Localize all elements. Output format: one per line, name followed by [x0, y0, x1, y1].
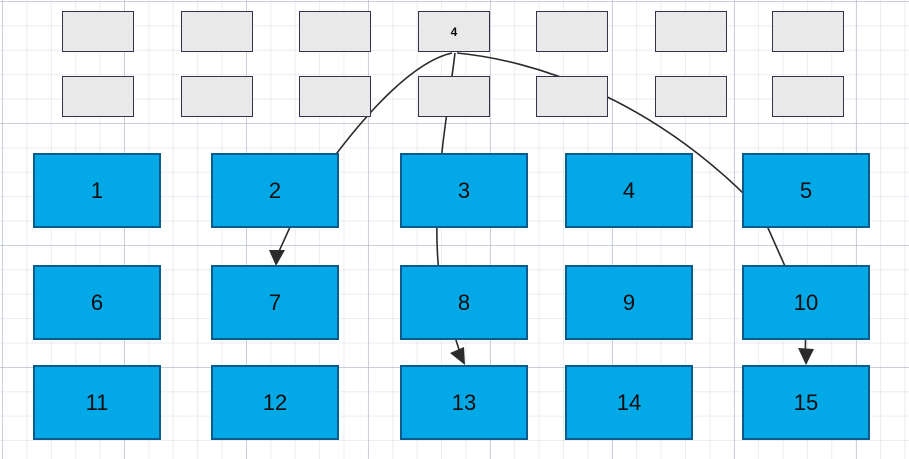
gray-node-g10[interactable] — [299, 76, 371, 117]
gray-node-g9[interactable] — [181, 76, 253, 117]
node-label: 1 — [90, 177, 104, 203]
blue-node-b15[interactable]: 15 — [742, 365, 870, 440]
blue-node-b3[interactable]: 3 — [400, 153, 528, 228]
blue-node-b12[interactable]: 12 — [211, 365, 339, 440]
node-label: 2 — [268, 177, 282, 203]
node-label: 7 — [268, 289, 282, 315]
blue-node-b2[interactable]: 2 — [211, 153, 339, 228]
blue-node-b13[interactable]: 13 — [400, 365, 528, 440]
blue-node-b10[interactable]: 10 — [742, 265, 870, 340]
node-label: 9 — [622, 289, 636, 315]
gray-node-g11[interactable] — [418, 76, 490, 117]
blue-node-b6[interactable]: 6 — [33, 265, 161, 340]
gray-node-g8[interactable] — [62, 76, 134, 117]
node-label: 3 — [457, 177, 471, 203]
gray-node-g5[interactable] — [536, 11, 608, 52]
blue-node-b5[interactable]: 5 — [742, 153, 870, 228]
arrowhead-icon — [450, 347, 465, 365]
node-label: 14 — [616, 389, 642, 415]
node-label: 4 — [450, 24, 458, 39]
arrowhead-icon — [269, 250, 285, 266]
node-label: 13 — [451, 389, 477, 415]
blue-node-b9[interactable]: 9 — [565, 265, 693, 340]
node-label: 15 — [793, 389, 819, 415]
gray-node-g1[interactable] — [62, 11, 134, 52]
blue-node-b4[interactable]: 4 — [565, 153, 693, 228]
blue-node-b1[interactable]: 1 — [33, 153, 161, 228]
node-label: 8 — [457, 289, 471, 315]
arrowhead-icon — [798, 348, 814, 365]
blue-node-b7[interactable]: 7 — [211, 265, 339, 340]
gray-node-g13[interactable] — [655, 76, 727, 117]
node-label: 5 — [799, 177, 813, 203]
node-label: 11 — [85, 389, 109, 415]
gray-node-g6[interactable] — [655, 11, 727, 52]
gray-node-g7[interactable] — [772, 11, 844, 52]
blue-node-b8[interactable]: 8 — [400, 265, 528, 340]
node-label: 12 — [262, 389, 288, 415]
gray-node-g14[interactable] — [772, 76, 844, 117]
gray-node-g4[interactable]: 4 — [418, 11, 490, 52]
gray-node-g3[interactable] — [299, 11, 371, 52]
gray-node-g12[interactable] — [536, 76, 608, 117]
node-label: 6 — [90, 289, 104, 315]
gray-node-g2[interactable] — [181, 11, 253, 52]
blue-node-b14[interactable]: 14 — [565, 365, 693, 440]
node-label: 10 — [793, 289, 819, 315]
blue-node-b11[interactable]: 11 — [33, 365, 161, 440]
node-label: 4 — [622, 177, 636, 203]
